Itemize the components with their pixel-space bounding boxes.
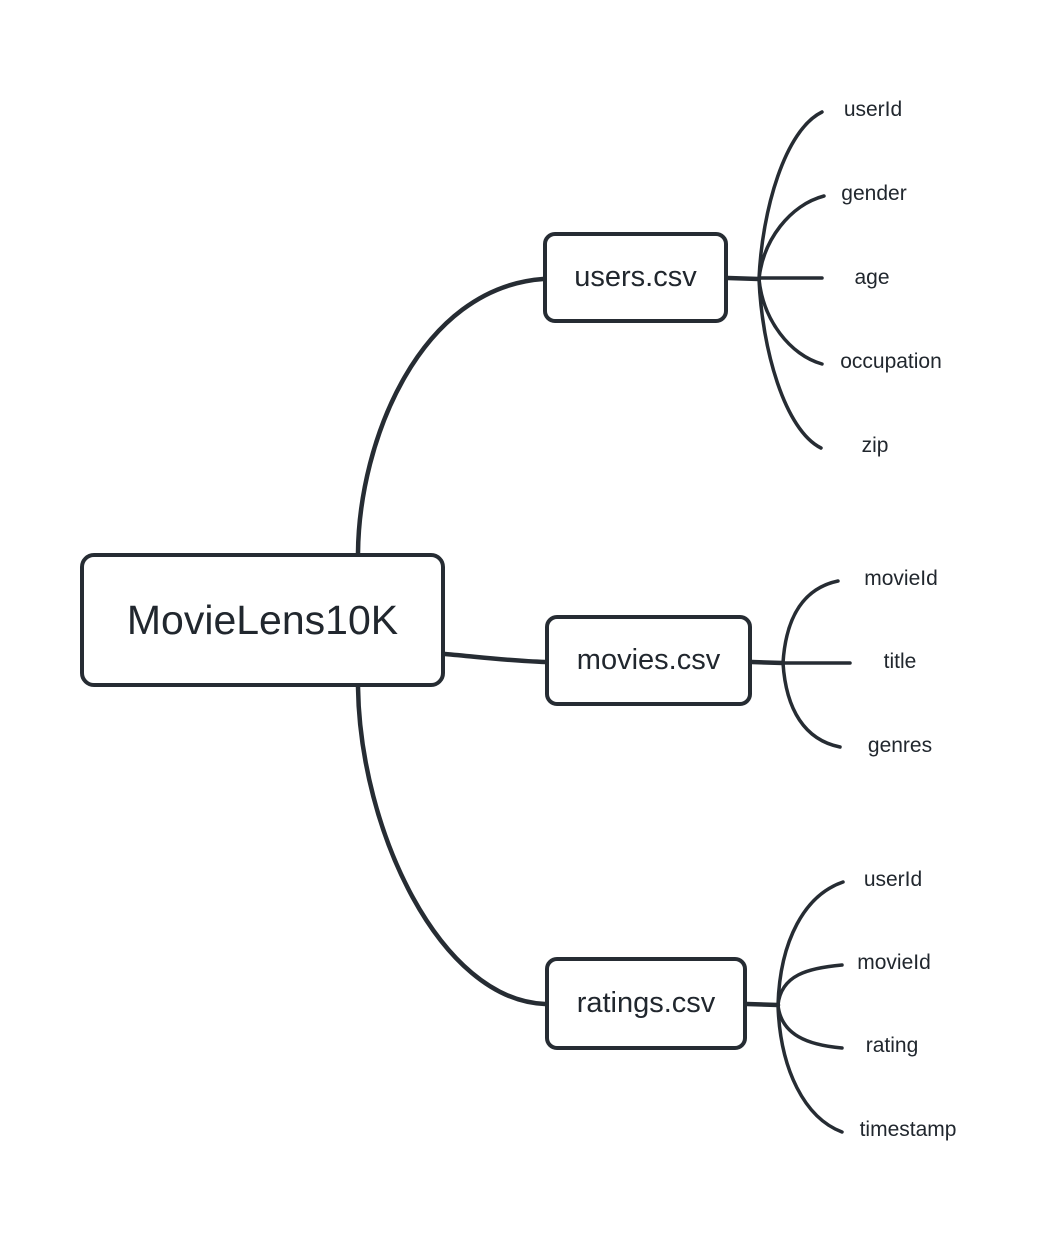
leaf-ratings-rating: rating	[865, 1034, 919, 1057]
leaf-users-zip: zip	[861, 434, 889, 457]
edge-ratings-rating	[776, 1003, 844, 1050]
leaf-ratings-timestamp: timestamp	[859, 1118, 957, 1141]
edge-users-userid	[757, 110, 824, 281]
edge-users-connector	[725, 275, 762, 282]
node-root-label: MovieLens10K	[126, 596, 399, 643]
edge-users-gender	[757, 194, 826, 281]
edge-ratings-userid	[776, 880, 845, 1007]
edge-ratings-movieid	[776, 963, 844, 1007]
edge-movies-genres	[781, 661, 842, 749]
leaf-users-gender: gender	[841, 182, 907, 205]
edge-root-movies	[442, 651, 548, 665]
edge-movies-connector	[749, 659, 786, 666]
node-movies-label: movies.csv	[576, 644, 721, 676]
edge-users-zip	[757, 277, 823, 450]
leaf-users-age: age	[854, 266, 890, 289]
leaf-movies-genres: genres	[867, 734, 933, 757]
leaf-ratings-userid: userId	[863, 868, 923, 891]
leaf-users-userid: userId	[843, 98, 903, 121]
edge-root-ratings	[355, 684, 548, 1007]
node-users-csv: users.csv	[543, 232, 728, 323]
node-users-label: users.csv	[574, 261, 697, 293]
leaf-movies-movieid: movieId	[864, 567, 938, 590]
node-movies-csv: movies.csv	[545, 615, 752, 706]
edge-ratings-timestamp	[776, 1003, 844, 1134]
leaf-movies-title: title	[883, 650, 917, 673]
edge-movies-movieid	[781, 579, 840, 665]
edge-ratings-connector	[744, 1001, 781, 1008]
leaf-users-occupation: occupation	[840, 350, 942, 373]
node-ratings-csv: ratings.csv	[545, 957, 747, 1050]
edge-root-users	[355, 276, 546, 556]
leaf-ratings-movieid: movieId	[857, 951, 931, 974]
node-root-movielens10k: MovieLens10K	[80, 553, 445, 687]
node-ratings-label: ratings.csv	[576, 987, 716, 1019]
